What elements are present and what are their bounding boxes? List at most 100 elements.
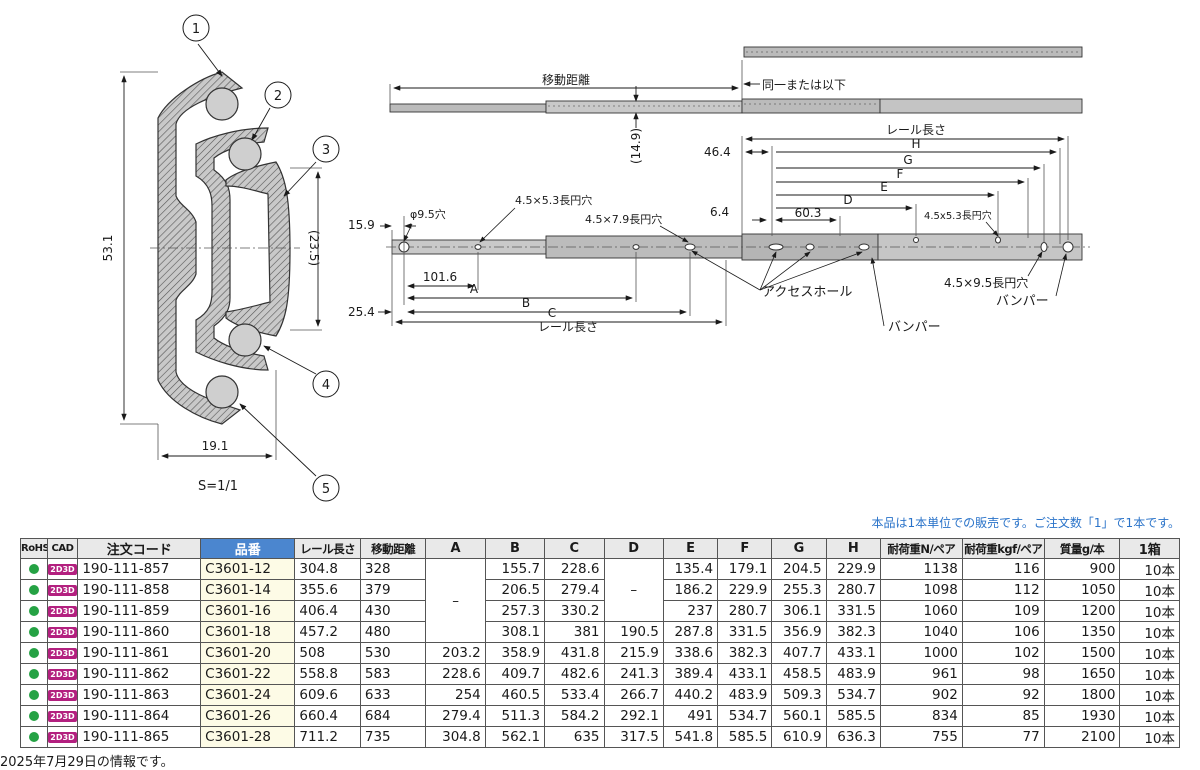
rail-cross-section: 53.1 (23.5) 19.1 S=1/1 1 2 3 4 5	[101, 14, 340, 502]
h-cell: 433.1	[825, 642, 881, 664]
a-cell: 279.4	[425, 705, 486, 727]
dim-b-label: B	[522, 296, 530, 310]
dim-a-label: A	[470, 282, 479, 296]
cad-download-icon[interactable]: 2D3D	[48, 563, 77, 575]
g-cell: 407.7	[771, 642, 827, 664]
cad-download-icon[interactable]: 2D3D	[48, 647, 77, 659]
rohs-compliant-icon	[28, 711, 39, 721]
th-box: 1箱	[1119, 538, 1180, 559]
d-cell-merged: –	[603, 558, 664, 622]
th-c: C	[544, 538, 605, 559]
part-number-cell: C3601-16	[200, 600, 296, 622]
rohs-cell	[20, 558, 48, 580]
th-h: H	[825, 538, 881, 559]
e-cell: 135.4	[662, 558, 719, 580]
rohs-cell	[20, 642, 48, 664]
section-height-label: 53.1	[101, 235, 115, 262]
box-cell: 10本	[1119, 705, 1180, 727]
rohs-compliant-icon	[28, 648, 39, 658]
h-cell: 585.5	[825, 705, 881, 727]
b-cell: 308.1	[484, 621, 546, 643]
cad-download-icon[interactable]: 2D3D	[48, 626, 77, 638]
front-offset-label: 15.9	[348, 218, 375, 232]
rail-length-cell: 457.2	[294, 621, 361, 643]
rohs-cell	[20, 726, 48, 748]
e-cell: 541.8	[662, 726, 719, 748]
b-cell: 511.3	[484, 705, 546, 727]
travel-cell: 583	[359, 663, 427, 685]
cad-download-icon[interactable]: 2D3D	[48, 605, 77, 617]
bumper-right-label: バンパー	[996, 294, 1049, 309]
mass-cell: 1200	[1043, 600, 1121, 622]
rohs-cell	[20, 600, 48, 622]
travel-cell: 530	[359, 642, 427, 664]
part-number-cell: C3601-22	[200, 663, 296, 685]
rail-length-cell: 406.4	[294, 600, 361, 622]
order-code-cell: 190-111-864	[77, 705, 202, 727]
g-cell: 560.1	[771, 705, 827, 727]
b-cell: 206.5	[484, 579, 546, 601]
dim-h-label: H	[911, 137, 920, 151]
c-cell: 279.4	[544, 579, 605, 601]
th-load-kgf: 耐荷重kgf/ペア	[961, 538, 1045, 559]
mass-cell: 1800	[1043, 684, 1121, 706]
cad-cell: 2D3D	[46, 621, 79, 643]
th-order-code: 注文コード	[77, 538, 202, 559]
cad-download-icon[interactable]: 2D3D	[48, 710, 77, 722]
h-cell: 636.3	[825, 726, 881, 748]
technical-drawing: 53.1 (23.5) 19.1 S=1/1 1 2 3 4 5	[101, 14, 1090, 502]
mass-cell: 1930	[1043, 705, 1121, 727]
dim-d-label: D	[843, 193, 852, 207]
access-hole-label: アクセスホール	[762, 285, 852, 300]
cad-download-icon[interactable]: 2D3D	[48, 731, 77, 743]
rohs-compliant-icon	[28, 627, 39, 637]
load-kgf-cell: 106	[961, 621, 1045, 643]
e-cell: 440.2	[662, 684, 719, 706]
b-cell: 460.5	[484, 684, 546, 706]
cad-download-icon[interactable]: 2D3D	[48, 584, 77, 596]
th-d: D	[603, 538, 664, 559]
rail-length-cell: 660.4	[294, 705, 361, 727]
load-n-cell: 1000	[879, 642, 963, 664]
cad-download-icon[interactable]: 2D3D	[48, 668, 77, 680]
sales-notice: 本品は1本単位での販売です。ご注文数「1」で1本です。	[871, 516, 1180, 530]
c-cell: 431.8	[544, 642, 605, 664]
callout-1-label: 1	[192, 22, 200, 37]
travel-cell: 735	[359, 726, 427, 748]
c-cell: 381	[544, 621, 605, 643]
c-cell: 228.6	[544, 558, 605, 580]
a-cell: 228.6	[425, 663, 486, 685]
c-cell: 635	[544, 726, 605, 748]
cad-cell: 2D3D	[46, 684, 79, 706]
section-inner-label: (23.5)	[307, 230, 321, 266]
f-cell: 331.5	[717, 621, 773, 643]
callout-2-label: 2	[274, 89, 282, 104]
box-cell: 10本	[1119, 621, 1180, 643]
table-header-row: RoHS CAD 注文コード 品番 レール長さ 移動距離 A B C D E F…	[20, 538, 1180, 559]
part-number-cell: C3601-24	[200, 684, 296, 706]
load-n-cell: 1098	[879, 579, 963, 601]
order-code-cell: 190-111-862	[77, 663, 202, 685]
f-cell: 280.7	[717, 600, 773, 622]
rail-length-cell: 355.6	[294, 579, 361, 601]
cad-download-icon[interactable]: 2D3D	[48, 689, 77, 701]
order-code-cell: 190-111-858	[77, 579, 202, 601]
th-rohs: RoHS	[20, 538, 48, 559]
f-cell: 382.3	[717, 642, 773, 664]
th-e: E	[662, 538, 719, 559]
part-number-cell: C3601-28	[200, 726, 296, 748]
rohs-cell	[20, 663, 48, 685]
callout-4	[312, 370, 340, 398]
g-cell: 306.1	[771, 600, 827, 622]
callout-2	[264, 81, 292, 109]
box-cell: 10本	[1119, 642, 1180, 664]
load-kgf-cell: 112	[961, 579, 1045, 601]
cad-cell: 2D3D	[46, 726, 79, 748]
h-cell: 331.5	[825, 600, 881, 622]
dim-e-label: E	[880, 180, 888, 194]
callout-1	[182, 14, 210, 42]
